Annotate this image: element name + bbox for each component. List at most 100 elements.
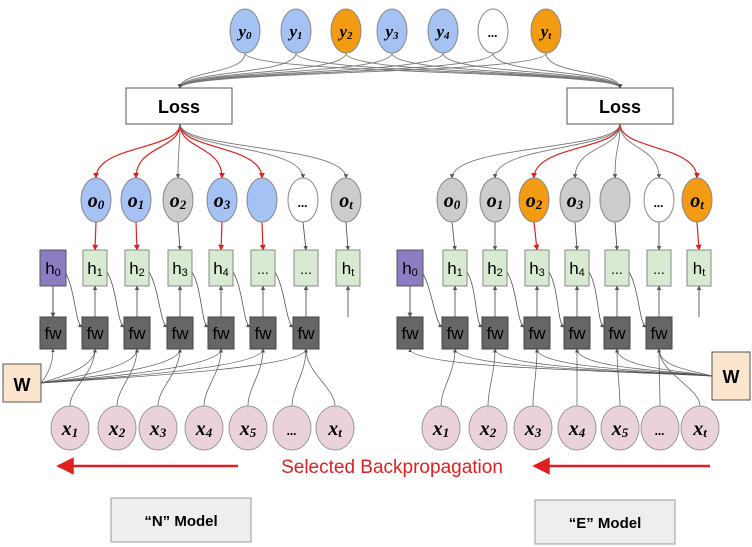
hidden-state-label: ... bbox=[257, 261, 269, 277]
o-node-label: o3 bbox=[567, 190, 584, 212]
o-node-ellipse bbox=[599, 177, 631, 223]
y-node-label: ... bbox=[488, 25, 498, 40]
x-input-label: xt bbox=[327, 418, 342, 440]
x-input-label: x4 bbox=[195, 418, 213, 440]
o-node: o0 bbox=[436, 177, 468, 223]
fw-node: fw bbox=[481, 316, 509, 350]
o-node: ot bbox=[330, 177, 362, 223]
fw-node: fw bbox=[603, 316, 631, 350]
fw-label: fw bbox=[172, 324, 190, 343]
x-input-node: xt bbox=[315, 405, 355, 451]
o-node-ellipse bbox=[518, 177, 550, 223]
fw-label: fw bbox=[609, 324, 627, 343]
y-node-ellipse bbox=[280, 8, 312, 54]
hidden-state-label: ... bbox=[611, 261, 623, 277]
fw-label: fw bbox=[129, 324, 147, 343]
hidden-state-label: h4 bbox=[213, 259, 229, 279]
o-node: o3 bbox=[206, 177, 238, 223]
loss-box-right: Loss bbox=[566, 87, 674, 125]
fw-node: fw bbox=[166, 316, 194, 350]
o-node-ellipse bbox=[436, 177, 468, 223]
hidden-state-label: h1 bbox=[447, 259, 463, 279]
o-node-label: ot bbox=[339, 190, 353, 212]
fw-node: fw bbox=[645, 316, 673, 350]
y-node-ellipse bbox=[530, 8, 562, 54]
y-node-label: y4 bbox=[434, 22, 450, 42]
fw-node: fw bbox=[563, 316, 591, 350]
o-node-label: o0 bbox=[444, 190, 461, 212]
fw-node: fw bbox=[39, 316, 67, 350]
fw-label: fw bbox=[487, 324, 505, 343]
o-node-ellipse bbox=[643, 177, 675, 223]
o-node: o2 bbox=[518, 177, 550, 223]
x-input-node: x5 bbox=[228, 405, 268, 451]
x-input-label: x3 bbox=[524, 418, 542, 440]
hidden-state-label: h2 bbox=[487, 259, 503, 279]
o-node: o1 bbox=[479, 177, 511, 223]
n-model-label: “N” Model bbox=[144, 513, 217, 530]
o-node bbox=[599, 177, 631, 223]
y-node: y2 bbox=[330, 8, 362, 54]
y-node-label: y3 bbox=[383, 22, 399, 42]
y-node: y4 bbox=[427, 8, 459, 54]
hidden-state-node: h4 bbox=[564, 249, 590, 287]
fw-label: fw bbox=[298, 324, 316, 343]
x-input-node: x5 bbox=[600, 405, 640, 451]
x-input-node: x4 bbox=[557, 405, 597, 451]
fw-node: fw bbox=[249, 316, 277, 350]
x-input-node: x2 bbox=[468, 405, 508, 451]
x-input-node: x4 bbox=[184, 405, 224, 451]
w-box-left: W bbox=[2, 363, 42, 403]
x-input-label: x2 bbox=[108, 418, 126, 440]
hidden-state-node: ht bbox=[686, 249, 712, 287]
o-node bbox=[246, 177, 278, 223]
y-node: ... bbox=[477, 8, 509, 54]
hidden-state-node: ... bbox=[646, 249, 672, 287]
connector-lines bbox=[40, 52, 713, 407]
hidden-state-label: ht bbox=[342, 259, 355, 279]
o-node-ellipse bbox=[479, 177, 511, 223]
x-input-label: x4 bbox=[568, 418, 586, 440]
x-input-label: x1 bbox=[61, 418, 79, 440]
hidden-state-node: h2 bbox=[124, 249, 150, 287]
y-node-label: y1 bbox=[287, 22, 302, 42]
y-node-ellipse bbox=[427, 8, 459, 54]
h0-label: h0 bbox=[402, 259, 418, 279]
w-label-left: W bbox=[14, 375, 31, 395]
o-node: o3 bbox=[559, 177, 591, 223]
y-node-ellipse bbox=[229, 8, 261, 54]
y-node-label: y0 bbox=[236, 22, 252, 42]
fw-label: fw bbox=[402, 324, 420, 343]
o-node-label: ... bbox=[654, 195, 664, 210]
fw-label: fw bbox=[569, 324, 587, 343]
o-node: ot bbox=[681, 177, 713, 223]
x-input-node: ... bbox=[272, 405, 312, 451]
y-node: yt bbox=[530, 8, 562, 54]
loss-box-left: Loss bbox=[125, 87, 233, 125]
w-box-right: W bbox=[711, 351, 751, 401]
hidden-state-node: ... bbox=[293, 249, 319, 287]
fw-label: fw bbox=[87, 324, 105, 343]
y-node-ellipse bbox=[330, 8, 362, 54]
fw-label: fw bbox=[529, 324, 547, 343]
x-input-label: x5 bbox=[611, 418, 629, 440]
backprop-indicator: Selected Backpropagation bbox=[56, 457, 710, 478]
hidden-state-node: h1 bbox=[442, 249, 468, 287]
fw-node: fw bbox=[441, 316, 469, 350]
hidden-state-label: h3 bbox=[172, 259, 188, 279]
y-node-ellipse bbox=[376, 8, 408, 54]
o-node-ellipse bbox=[162, 177, 194, 223]
fw-label: fw bbox=[255, 324, 273, 343]
o-node: ... bbox=[643, 177, 675, 223]
fw-label: fw bbox=[651, 324, 669, 343]
o-node-label: ... bbox=[298, 195, 308, 210]
hidden-state-label: h2 bbox=[129, 259, 145, 279]
e-model-label-box: “E” Model bbox=[534, 499, 676, 545]
hidden-state-node: h3 bbox=[167, 249, 193, 287]
x-input-node: x1 bbox=[50, 405, 90, 451]
o-node: o2 bbox=[162, 177, 194, 223]
o-node-label: ot bbox=[690, 190, 704, 212]
fw-node: fw bbox=[207, 316, 235, 350]
